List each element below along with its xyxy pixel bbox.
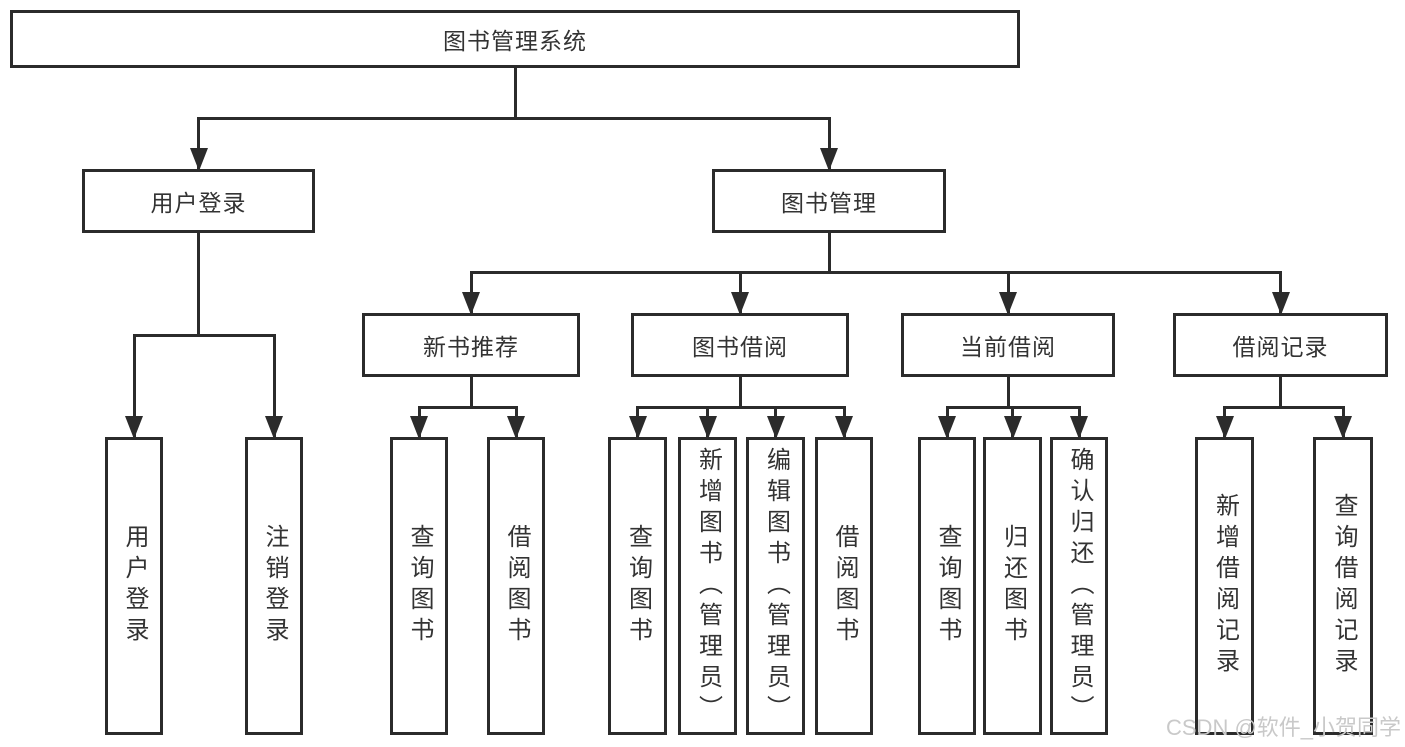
node-root: 图书管理系统	[10, 10, 1020, 68]
node-label-leaf-login-logout: 注销登录	[261, 524, 288, 648]
node-leaf-new-query: 查询图书	[390, 437, 448, 735]
arrowhead-icon	[938, 416, 956, 439]
node-leaf-new-borrow: 借阅图书	[487, 437, 545, 735]
connector-line	[469, 377, 473, 407]
arrowhead-icon	[189, 148, 208, 171]
connector-line	[197, 116, 831, 120]
connector-line	[197, 118, 200, 169]
node-label-login: 用户登录	[150, 190, 247, 216]
arrowhead-icon	[1334, 416, 1352, 439]
connector-line	[469, 270, 1282, 274]
arrowhead-icon	[1003, 416, 1022, 439]
connector-line	[132, 333, 276, 337]
connector-line	[417, 405, 518, 409]
node-leaf-cur-confirm: 确认归还（管理员）	[1050, 437, 1108, 735]
node-label-leaf-rec-add: 新增借阅记录	[1211, 493, 1239, 679]
node-leaf-bor-edit: 编辑图书（管理员）	[746, 437, 805, 735]
node-label-leaf-bor-borrow: 借阅图书	[831, 524, 858, 648]
csdn-watermark: CSDN @软件_小贺同学	[1166, 715, 1402, 740]
connector-line	[738, 377, 742, 407]
arrowhead-icon	[462, 292, 480, 315]
node-borrow: 图书借阅	[631, 313, 849, 377]
arrowhead-icon	[731, 292, 749, 315]
arrowhead-icon	[999, 292, 1017, 315]
node-leaf-bor-borrow: 借阅图书	[815, 437, 873, 735]
arrowhead-icon	[265, 416, 283, 439]
node-leaf-login-user: 用户登录	[105, 437, 163, 735]
node-label-leaf-rec-query: 查询借阅记录	[1330, 493, 1357, 679]
node-leaf-cur-return: 归还图书	[983, 437, 1042, 735]
node-label-leaf-cur-confirm: 确认归还（管理员）	[1066, 446, 1093, 726]
node-label-root: 图书管理系统	[443, 28, 587, 54]
arrowhead-icon	[1271, 292, 1290, 315]
node-label-borrow: 图书借阅	[692, 334, 788, 360]
arrowhead-icon	[698, 416, 717, 439]
node-leaf-bor-query: 查询图书	[608, 437, 667, 735]
node-label-leaf-new-borrow: 借阅图书	[503, 524, 530, 648]
arrowhead-icon	[628, 416, 647, 439]
node-label-records: 借阅记录	[1232, 334, 1329, 360]
connector-line	[1223, 405, 1345, 409]
node-leaf-cur-query: 查询图书	[918, 437, 976, 735]
connector-line	[827, 233, 831, 272]
node-leaf-rec-query: 查询借阅记录	[1313, 437, 1373, 735]
node-label-leaf-login-user: 用户登录	[121, 524, 148, 648]
arrowhead-icon	[766, 416, 785, 439]
node-login: 用户登录	[82, 169, 315, 233]
connector-line	[132, 335, 136, 437]
node-current: 当前借阅	[901, 313, 1115, 377]
node-label-mgmt: 图书管理	[781, 190, 877, 216]
arrowhead-icon	[1070, 416, 1088, 439]
connector-line	[1006, 377, 1010, 407]
connector-line	[513, 68, 517, 118]
node-label-newbook: 新书推荐	[423, 334, 519, 360]
arrowhead-icon	[820, 148, 838, 171]
node-label-current: 当前借阅	[960, 334, 1056, 360]
node-label-leaf-bor-edit: 编辑图书（管理员）	[762, 446, 790, 726]
node-newbook: 新书推荐	[362, 313, 580, 377]
node-label-leaf-bor-add: 新增图书（管理员）	[694, 446, 722, 726]
node-label-leaf-bor-query: 查询图书	[624, 524, 652, 648]
node-leaf-rec-add: 新增借阅记录	[1195, 437, 1254, 735]
connector-line	[827, 118, 831, 169]
arrowhead-icon	[410, 416, 428, 439]
node-leaf-bor-add: 新增图书（管理员）	[678, 437, 737, 735]
arrowhead-icon	[835, 416, 853, 439]
node-records: 借阅记录	[1173, 313, 1388, 377]
arrowhead-icon	[125, 416, 143, 439]
connector-line	[272, 335, 276, 437]
node-mgmt: 图书管理	[712, 169, 946, 233]
connector-line	[636, 405, 846, 409]
connector-line	[1279, 377, 1282, 407]
connector-line	[197, 233, 200, 335]
arrowhead-icon	[1215, 416, 1234, 439]
node-label-leaf-cur-query: 查询图书	[934, 524, 961, 648]
node-label-leaf-cur-return: 归还图书	[999, 524, 1027, 648]
arrowhead-icon	[507, 416, 525, 439]
node-leaf-login-logout: 注销登录	[245, 437, 303, 735]
node-label-leaf-new-query: 查询图书	[406, 524, 433, 648]
